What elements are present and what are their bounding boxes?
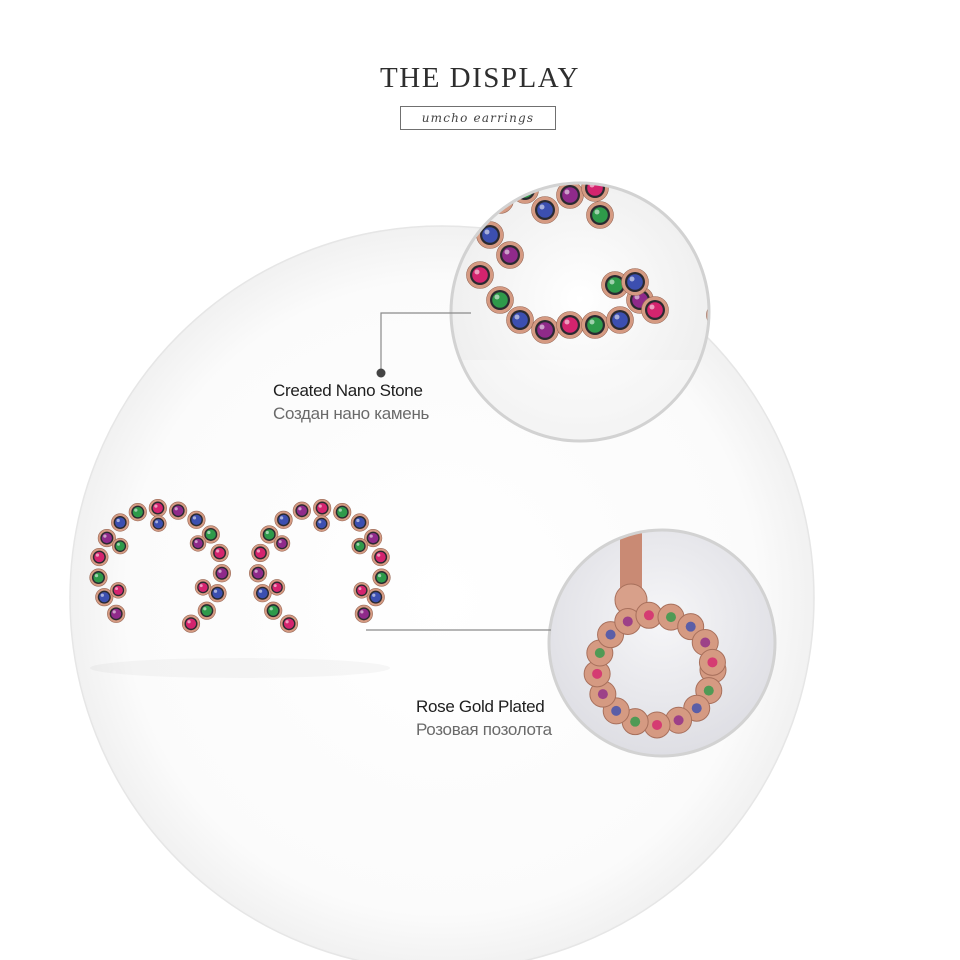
feature-label-nano-stone: Created Nano Stone Создан нано камень [273,381,429,424]
callout-nano-stone [376,312,471,378]
feature-name-ru: Розовая позолота [416,720,552,739]
feature-name-ru: Создан нано камень [273,404,430,423]
zoom-rose-gold [547,528,777,758]
feature-name-en: Rose Gold Plated [416,697,545,716]
feature-label-rose-gold: Rose Gold Plated Розовая позолота [416,697,552,740]
page-title: THE DISPLAY [380,62,580,94]
earrings-main-image [89,498,391,633]
subtitle-badge: umcho earrings [400,106,556,130]
callout-dot [376,368,386,378]
feature-name-en: Created Nano Stone [273,381,423,400]
